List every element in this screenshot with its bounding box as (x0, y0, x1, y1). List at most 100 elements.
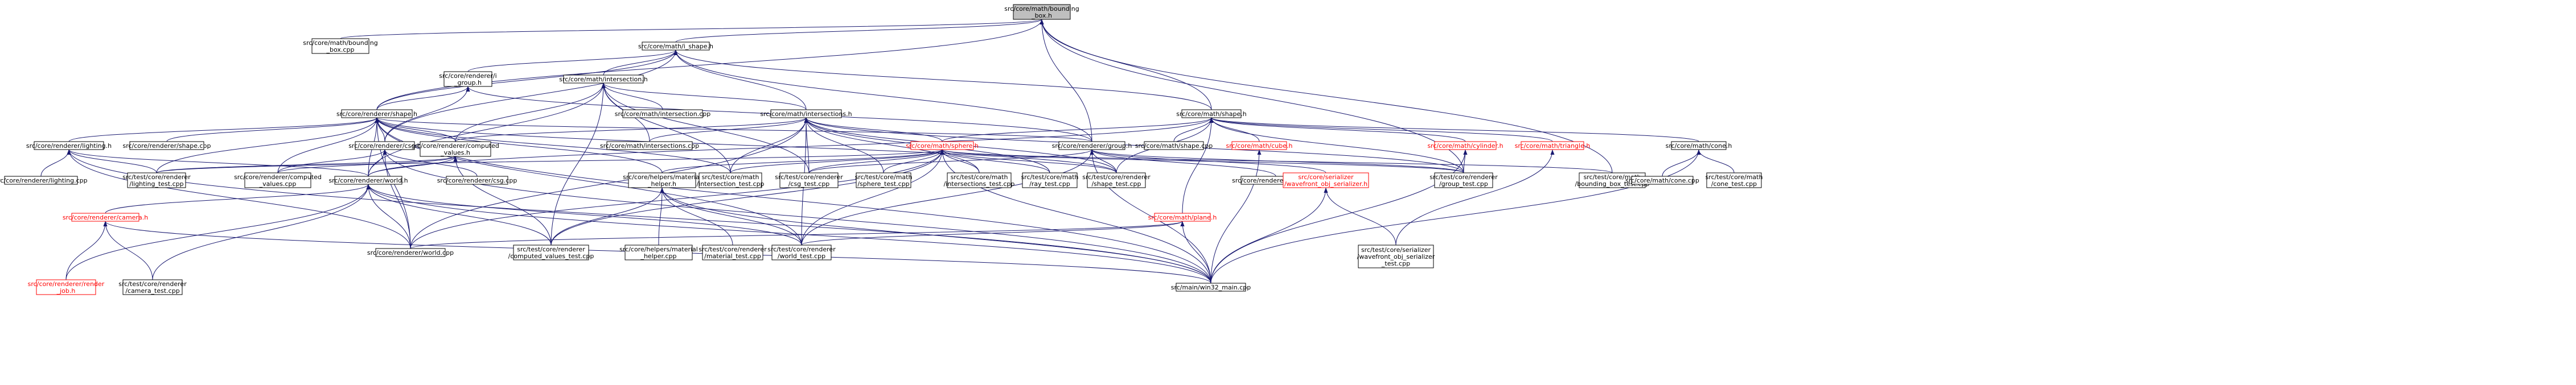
node-box (4, 176, 78, 185)
file-node-shape-r[interactable]: src/core/renderer/shape.h (336, 109, 417, 118)
node-label: _values.h (440, 149, 470, 156)
file-node-i-group[interactable]: src/core/renderer/i_group.h (439, 71, 497, 87)
file-node-group-h[interactable]: src/core/renderer/group.h (1052, 141, 1132, 150)
file-node-intersection-test[interactable]: src/test/core/math/intersection_test.cpp (696, 172, 765, 188)
include-edge (410, 221, 1184, 249)
node-label: /computed_values_test.cpp (508, 252, 594, 260)
include-edge (1209, 117, 1699, 142)
file-node-shape-m[interactable]: src/core/math/shape.h (1176, 109, 1247, 118)
node-label: src/core/renderer/shape.cpp (122, 142, 211, 150)
node-box (443, 71, 492, 87)
file-node-intersection-cpp[interactable]: src/core/math/intersection.cpp (615, 109, 711, 118)
file-node-intersections-test[interactable]: src/test/core/math/intersections_test.cp… (944, 172, 1015, 188)
edges-layer (40, 19, 1735, 284)
node-label: src/test/core/renderer (118, 280, 187, 288)
file-node-sphere-test[interactable]: src/test/core/math/sphere_test.cpp (855, 172, 913, 188)
file-node-render-job[interactable]: src/core/renderer/render_job.h (28, 279, 105, 295)
file-node-cube-h[interactable]: src/core/math/cube.h (1226, 141, 1293, 150)
node-box (770, 109, 842, 118)
node-label: src/core/math/cube.h (1226, 142, 1293, 150)
node-label: src/test/core/serializer (1361, 246, 1431, 254)
file-node-cone-cpp[interactable]: src/core/math/cone.cpp (1625, 176, 1699, 185)
file-node-csg-test[interactable]: src/test/core/renderer/csg_test.cpp (775, 172, 843, 188)
file-node-win32-main[interactable]: src/main/win32_main.cpp (1171, 283, 1251, 292)
file-node-world-test[interactable]: src/test/core/renderer/world_test.cpp (767, 245, 836, 260)
file-node-wavefront-h[interactable]: src/core/serializer/wavefront_obj_serial… (1283, 172, 1369, 188)
file-node-intersections-cpp[interactable]: src/core/math/intersections.cpp (600, 141, 699, 150)
file-node-world-cpp[interactable]: src/core/renderer/world.cpp (367, 248, 454, 257)
include-edge (940, 149, 1613, 173)
node-box (34, 141, 104, 150)
file-node-i-shape[interactable]: src/core/math/i_shape.h (638, 42, 713, 51)
file-node-lighting-cpp[interactable]: src/core/renderer/lighting.cpp (0, 176, 88, 185)
include-edge (366, 184, 411, 249)
file-node-ray-test[interactable]: src/test/core/math/ray_test.cpp (1021, 172, 1079, 188)
node-label: src/core/math/sphere.h (906, 142, 979, 150)
node-label: src/core/helpers/material (623, 173, 701, 181)
include-edge (1040, 19, 1092, 142)
file-node-bbox-test[interactable]: src/test/core/math/bounding_box_test.cpp (1575, 172, 1650, 188)
include-edge (1324, 187, 1396, 246)
node-label: src/core/renderer/shape.h (336, 110, 417, 118)
file-node-material-helper-cpp[interactable]: src/core/helpers/material_helper.cpp (619, 245, 698, 260)
node-box (1706, 172, 1762, 188)
file-node-shape-cpp-m[interactable]: src/core/math/shape.cpp (1135, 141, 1213, 150)
file-node-material-helper-h[interactable]: src/core/helpers/material_helper.h (623, 172, 701, 188)
node-label: /intersections_test.cpp (944, 180, 1015, 188)
file-node-group-test[interactable]: src/test/core/renderer/group_test.cpp (1429, 172, 1498, 188)
file-node-csg-h[interactable]: src/core/renderer/csg.h (348, 141, 421, 150)
file-node-computed-h[interactable]: src/core/renderer/computed_values.h (412, 141, 499, 157)
file-node-material-test[interactable]: src/test/core/renderer/material_test.cpp (699, 245, 767, 260)
include-edge (601, 82, 807, 110)
include-edge (673, 49, 1092, 142)
node-label: src/test/core/renderer (699, 246, 767, 253)
file-node-cone-h[interactable]: src/core/math/cone.h (1666, 141, 1732, 150)
file-node-csg-cpp[interactable]: src/core/renderer/csg.cpp (437, 176, 517, 185)
node-label: src/core/math/bounding (303, 39, 377, 47)
file-node-intersections-h[interactable]: src/core/math/intersections.h (760, 109, 852, 118)
node-label: _test.cpp (1381, 260, 1410, 267)
file-node-computed-test[interactable]: src/test/core/renderer/computed_values_t… (508, 245, 594, 260)
file-node-camera-test[interactable]: src/test/core/renderer/camera_test.cpp (118, 279, 187, 295)
include-edge (804, 117, 943, 142)
include-edge (156, 156, 458, 173)
include-edge (942, 117, 1214, 142)
file-node-camera-h[interactable]: src/core/renderer/camera.h (63, 213, 148, 222)
file-node-shape-test[interactable]: src/test/core/renderer/shape_test.cpp (1082, 172, 1151, 188)
file-node-plane-h[interactable]: src/core/math/plane.h (1148, 213, 1217, 222)
file-node-sphere-h[interactable]: src/core/math/sphere.h (906, 141, 979, 150)
file-node-wavefront-test[interactable]: src/test/core/serializer/wavefront_obj_s… (1357, 245, 1435, 268)
node-box (1283, 172, 1369, 188)
include-edge (730, 117, 808, 173)
node-label: _values.cpp (259, 180, 297, 188)
include-edge (40, 149, 71, 177)
file-node-world-h[interactable]: src/core/renderer/world.h (328, 176, 408, 185)
file-node-lighting-test[interactable]: src/test/core/renderer/lighting_test.cpp (122, 172, 191, 188)
file-node-cone-test[interactable]: src/test/core/math/cone_test.cpp (1706, 172, 1763, 188)
file-node-computed-cpp[interactable]: src/core/renderer/computed_values.cpp (234, 172, 322, 188)
file-node-cylinder-h[interactable]: src/core/math/cylinder.h (1427, 141, 1503, 150)
include-edge (366, 184, 1211, 284)
node-label: src/core/math/cylinder.h (1427, 142, 1503, 150)
node-label: src/test/core/renderer (775, 173, 843, 181)
include-edge (277, 156, 458, 173)
file-node-shape-cpp-r[interactable]: src/core/renderer/shape.cpp (122, 141, 211, 150)
node-box (355, 141, 415, 150)
node-label: _helper.h (647, 180, 676, 188)
node-label: src/test/core/math (1021, 173, 1079, 181)
node-label: src/core/serializer (1298, 173, 1354, 181)
include-edge (376, 19, 1044, 110)
node-label: src/core/renderer/group.h (1052, 142, 1132, 150)
file-node-lighting-h[interactable]: src/core/renderer/lighting.h (26, 141, 112, 150)
file-node-intersection-h[interactable]: src/core/math/intersection.h (559, 74, 648, 84)
node-label: /wavefront_obj_serializer.h (1284, 180, 1367, 188)
include-edge (1210, 149, 1701, 284)
include-edge (550, 149, 944, 246)
node-box (1231, 141, 1287, 150)
include-edge (673, 49, 807, 110)
node-box (420, 141, 491, 157)
node-label: /ray_test.cpp (1029, 180, 1070, 188)
node-label: _job.h (56, 287, 76, 295)
file-node-triangle-h[interactable]: src/core/math/triangle.h (1515, 141, 1591, 150)
file-node-bbox-cpp[interactable]: src/core/math/bounding_box.cpp (303, 38, 378, 54)
